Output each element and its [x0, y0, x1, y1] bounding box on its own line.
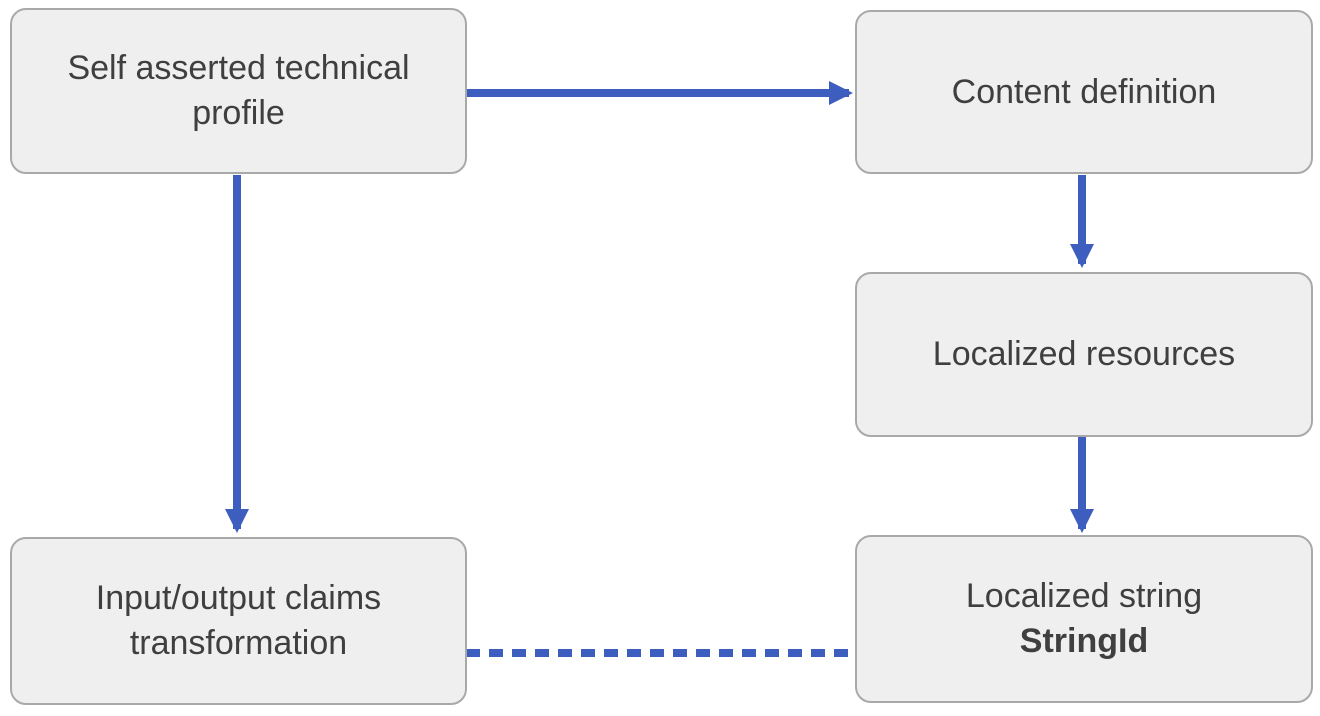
- node-localized-resources: Localized resources: [855, 272, 1313, 437]
- node-self-asserted-technical-profile: Self asserted technical profile: [10, 8, 467, 174]
- node-label: Content definition: [951, 72, 1217, 111]
- node-sublabel-stringid: StringId: [1019, 622, 1149, 660]
- node-label: Input/output claims transformation: [95, 579, 382, 662]
- node-label: Self asserted technical profile: [67, 49, 410, 132]
- node-label: Localized string: [965, 577, 1203, 616]
- node-label: Localized resources: [932, 335, 1236, 374]
- node-localized-string: Localized string StringId: [855, 535, 1313, 703]
- node-input-output-claims-transformation: Input/output claims transformation: [10, 537, 467, 705]
- node-content-definition: Content definition: [855, 10, 1313, 174]
